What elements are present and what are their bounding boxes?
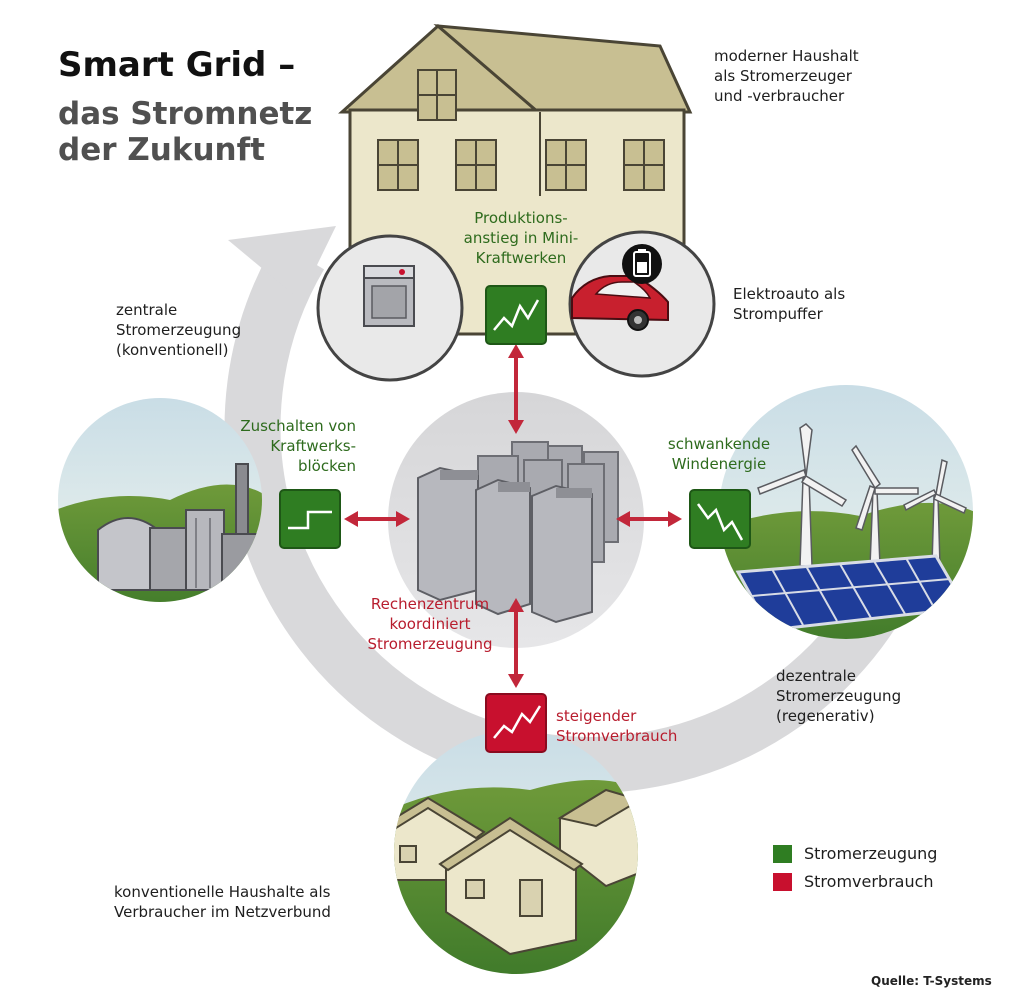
legend-label-generation: Stromerzeugung <box>804 844 938 863</box>
electric-car-bubble <box>568 230 716 378</box>
label-conventional-households: konventionelle Haushalte als Verbraucher… <box>114 883 331 921</box>
washing-machine-bubble <box>316 234 464 382</box>
title-subtitle: das Stromnetz der Zukunft <box>58 96 313 168</box>
rising-chart-icon <box>485 285 547 345</box>
wind-turbine-icon <box>757 423 967 567</box>
coordination-arrows <box>344 344 682 688</box>
data-center-circle <box>388 392 644 648</box>
label-modern-household: moderner Haushalt als Stromerzeuger und … <box>714 47 859 105</box>
electric-car-icon <box>571 275 669 331</box>
label-decentral-generation: dezentrale Stromerzeugung (regenerativ) <box>776 667 902 725</box>
legend-label-consumption: Stromverbrauch <box>804 872 934 891</box>
server-rack-icon <box>417 441 619 624</box>
households-circle <box>394 730 638 974</box>
renewables-circle <box>719 385 973 639</box>
washing-machine-icon <box>363 265 415 327</box>
cycle-arrow <box>224 226 905 793</box>
label-production-increase: Produktions- anstieg in Mini- Kraftwerke… <box>463 209 579 267</box>
battery-icon <box>622 244 662 284</box>
small-houses-icon <box>394 788 638 956</box>
title-main: Smart Grid – <box>58 45 296 85</box>
falling-chart-icon <box>689 489 751 549</box>
label-fluctuating-wind: schwankende Windenergie <box>667 435 771 473</box>
label-connect-blocks: Zuschalten von Kraftwerks- blöcken <box>240 417 356 475</box>
label-data-center: Rechenzentrum koordiniert Stromerzeugung <box>367 595 493 653</box>
label-central-generation: zentrale Stromerzeugung (konventionell) <box>116 301 242 359</box>
legend-swatch-generation <box>773 845 792 863</box>
source-credit: Quelle: T-Systems <box>871 974 992 988</box>
rising-consumption-icon <box>485 693 547 753</box>
label-rising-consumption: steigender Stromverbrauch <box>556 707 678 745</box>
label-electric-car: Elektroauto als Strompuffer <box>733 285 846 323</box>
step-chart-icon <box>279 489 341 549</box>
legend-swatch-consumption <box>773 873 792 891</box>
